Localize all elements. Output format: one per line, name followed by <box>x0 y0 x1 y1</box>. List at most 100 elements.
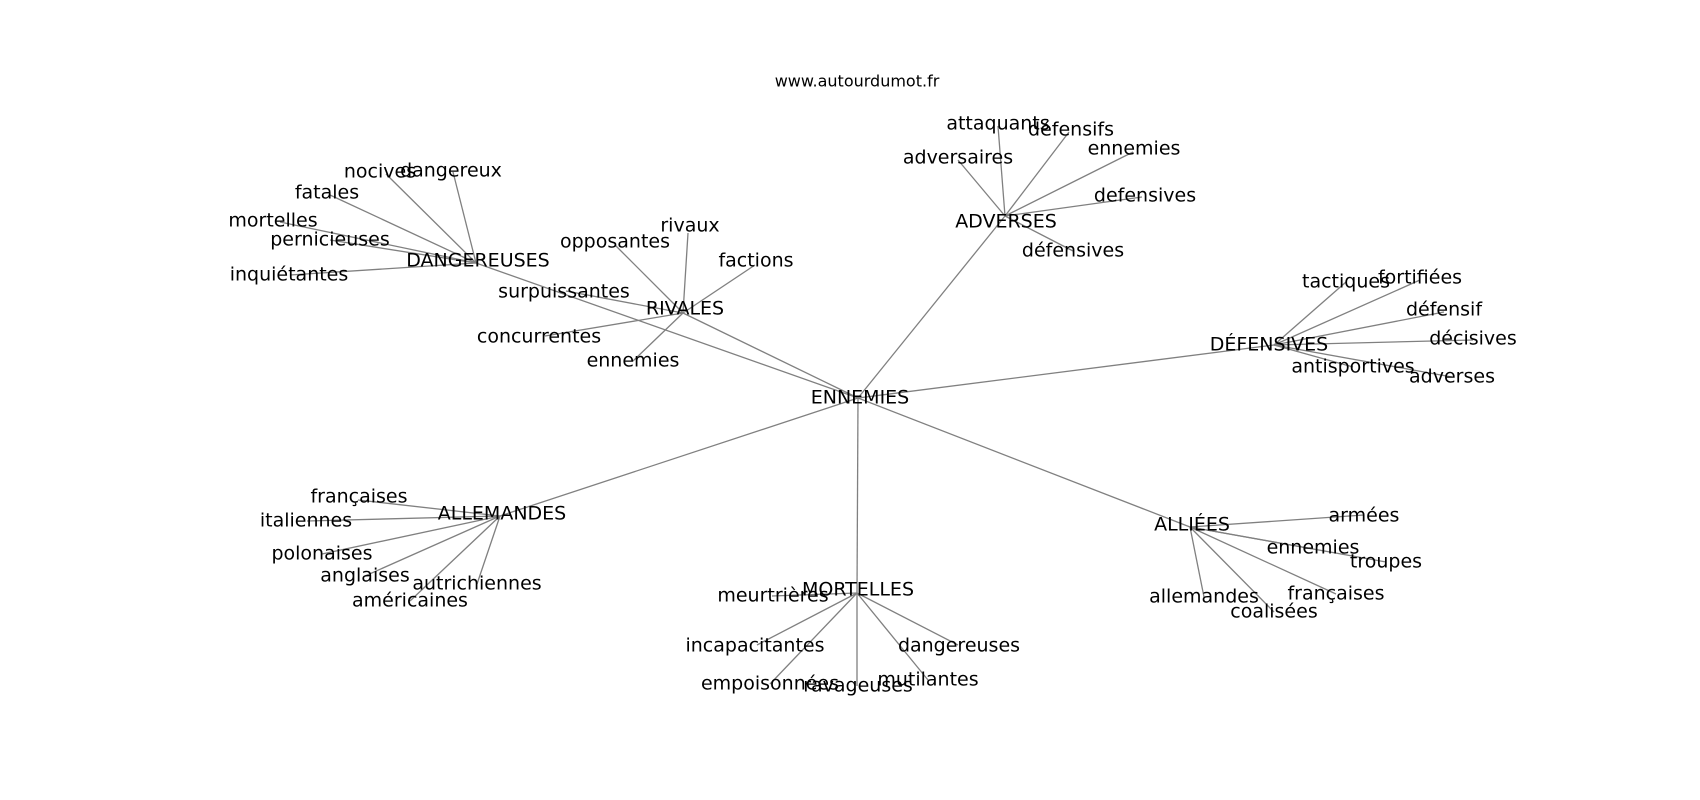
word-node[interactable]: italiennes <box>260 510 352 532</box>
word-node[interactable]: troupes <box>1350 551 1422 573</box>
edge-center-to-hub <box>857 397 1191 528</box>
edge-hub-to-word <box>1004 196 1143 217</box>
word-node[interactable]: autrichiennes <box>412 573 541 595</box>
hub-node[interactable]: DANGEREUSES <box>406 250 549 272</box>
edge-hub-to-word <box>1004 215 1074 252</box>
word-node[interactable]: defensives <box>1094 185 1196 207</box>
edge-center-to-hub <box>857 344 1275 399</box>
edge-hub-to-word <box>1273 344 1453 378</box>
edge-center-to-hub <box>475 262 859 399</box>
hub-node[interactable]: RIVALES <box>646 298 724 320</box>
edge-hub-to-word <box>1189 526 1337 595</box>
edge-hub-to-word <box>1273 311 1445 346</box>
word-node[interactable]: françaises <box>310 486 407 508</box>
edge-hub-to-word <box>1189 526 1275 613</box>
edge-hub-to-word <box>279 221 477 264</box>
word-node[interactable]: adverses <box>1409 366 1495 388</box>
edge-hub-to-word <box>385 173 477 264</box>
edge-hub-to-word <box>771 592 858 597</box>
edge-hub-to-word <box>357 499 501 517</box>
word-node[interactable]: polonaises <box>271 543 372 565</box>
word-node[interactable]: fatales <box>295 182 359 204</box>
word-node[interactable]: pernicieuses <box>270 229 390 251</box>
edge-center-to-hub <box>856 397 859 594</box>
edge-hub-to-word <box>452 171 477 264</box>
word-node[interactable]: tactiques <box>1302 271 1390 293</box>
word-node[interactable]: meurtrières <box>717 585 828 607</box>
word-node[interactable]: attaquants <box>946 113 1049 135</box>
edge-hub-to-word <box>321 515 501 555</box>
word-node[interactable]: allemandes <box>1149 586 1259 608</box>
word-node[interactable]: dangereuses <box>898 635 1020 657</box>
edge-hub-to-word <box>1273 281 1347 346</box>
word-node[interactable]: empoisonnées <box>701 673 839 695</box>
word-node[interactable]: défensifs <box>1028 119 1114 141</box>
edge-hub-to-word <box>329 194 477 264</box>
word-node[interactable]: antisportives <box>1291 356 1414 378</box>
hub-node[interactable]: MORTELLES <box>802 579 914 601</box>
word-node[interactable]: concurrentes <box>477 326 601 348</box>
word-node[interactable]: armées <box>1329 505 1400 527</box>
edge-hub-to-word <box>329 239 477 264</box>
hub-node[interactable]: ADVERSES <box>955 211 1057 233</box>
edge-hub-to-word <box>289 262 477 276</box>
edge-center-to-hub <box>682 312 859 399</box>
word-node[interactable]: mortelles <box>228 210 317 232</box>
edge-hub-to-word <box>1273 339 1474 346</box>
edge-center-to-hub <box>499 397 859 517</box>
center-node[interactable]: ENNEMIES <box>811 387 910 409</box>
edge-hub-to-word <box>476 515 501 585</box>
word-node[interactable]: factions <box>718 250 793 272</box>
edge-hub-to-word <box>1189 526 1387 563</box>
word-node[interactable]: opposantes <box>560 231 670 253</box>
edge-hub-to-word <box>1189 514 1365 528</box>
word-node[interactable]: ennemies <box>1088 138 1181 160</box>
edge-hub-to-word <box>856 592 929 681</box>
word-node[interactable]: françaises <box>1287 583 1384 605</box>
edge-hub-to-word <box>1004 131 1070 217</box>
edge-layer <box>279 125 1474 686</box>
word-node[interactable]: défensif <box>1406 299 1483 321</box>
edge-hub-to-word <box>1004 151 1134 217</box>
hub-node[interactable]: ALLIÉES <box>1154 513 1230 536</box>
word-node[interactable]: coalisées <box>1230 601 1317 623</box>
edge-hub-to-word <box>614 244 684 314</box>
word-node[interactable]: inquiétantes <box>230 264 349 286</box>
word-node[interactable]: rivaux <box>660 215 719 237</box>
edge-hub-to-word <box>632 312 684 362</box>
word-node[interactable]: surpuissantes <box>498 281 630 303</box>
edge-hub-to-word <box>364 515 501 577</box>
word-node[interactable]: ennemies <box>1267 537 1360 559</box>
word-node[interactable]: ennemies <box>587 350 680 372</box>
edge-hub-to-word <box>1189 526 1205 598</box>
word-node[interactable]: américaines <box>352 590 468 612</box>
edge-hub-to-word <box>769 592 858 685</box>
edge-hub-to-word <box>1273 279 1421 346</box>
edge-hub-to-word <box>682 264 756 314</box>
word-node[interactable]: anglaises <box>320 565 409 587</box>
edge-hub-to-word <box>756 592 858 646</box>
edge-hub-to-word <box>306 515 501 522</box>
edge-center-to-hub <box>857 215 1006 399</box>
word-node[interactable]: décisives <box>1429 328 1517 350</box>
hub-node[interactable]: ALLEMANDES <box>438 503 566 525</box>
word-node[interactable]: dangereux <box>400 160 502 182</box>
word-node[interactable]: défensives <box>1022 240 1124 262</box>
edge-hub-to-word <box>1273 344 1354 368</box>
label-layer: www.autourdumot.fr ENNEMIES DANGEREUSES n… <box>228 72 1516 697</box>
word-node[interactable]: adversaires <box>903 147 1013 169</box>
word-node[interactable]: mutilantes <box>877 669 978 691</box>
edge-hub-to-word <box>565 290 684 314</box>
edge-hub-to-word <box>856 592 959 646</box>
site-url[interactable]: www.autourdumot.fr <box>775 72 940 91</box>
word-node[interactable]: fortifiées <box>1378 267 1462 289</box>
word-node[interactable]: incapacitantes <box>685 635 824 657</box>
word-node[interactable]: nocives <box>344 161 416 183</box>
word-node[interactable]: ravageuses <box>803 675 913 697</box>
hub-node[interactable]: DÉFENSIVES <box>1210 333 1329 356</box>
edge-hub-to-word <box>682 232 689 314</box>
edge-hub-to-word <box>957 159 1006 217</box>
edge-hub-to-word <box>409 515 501 602</box>
edge-hub-to-word <box>997 125 1006 217</box>
